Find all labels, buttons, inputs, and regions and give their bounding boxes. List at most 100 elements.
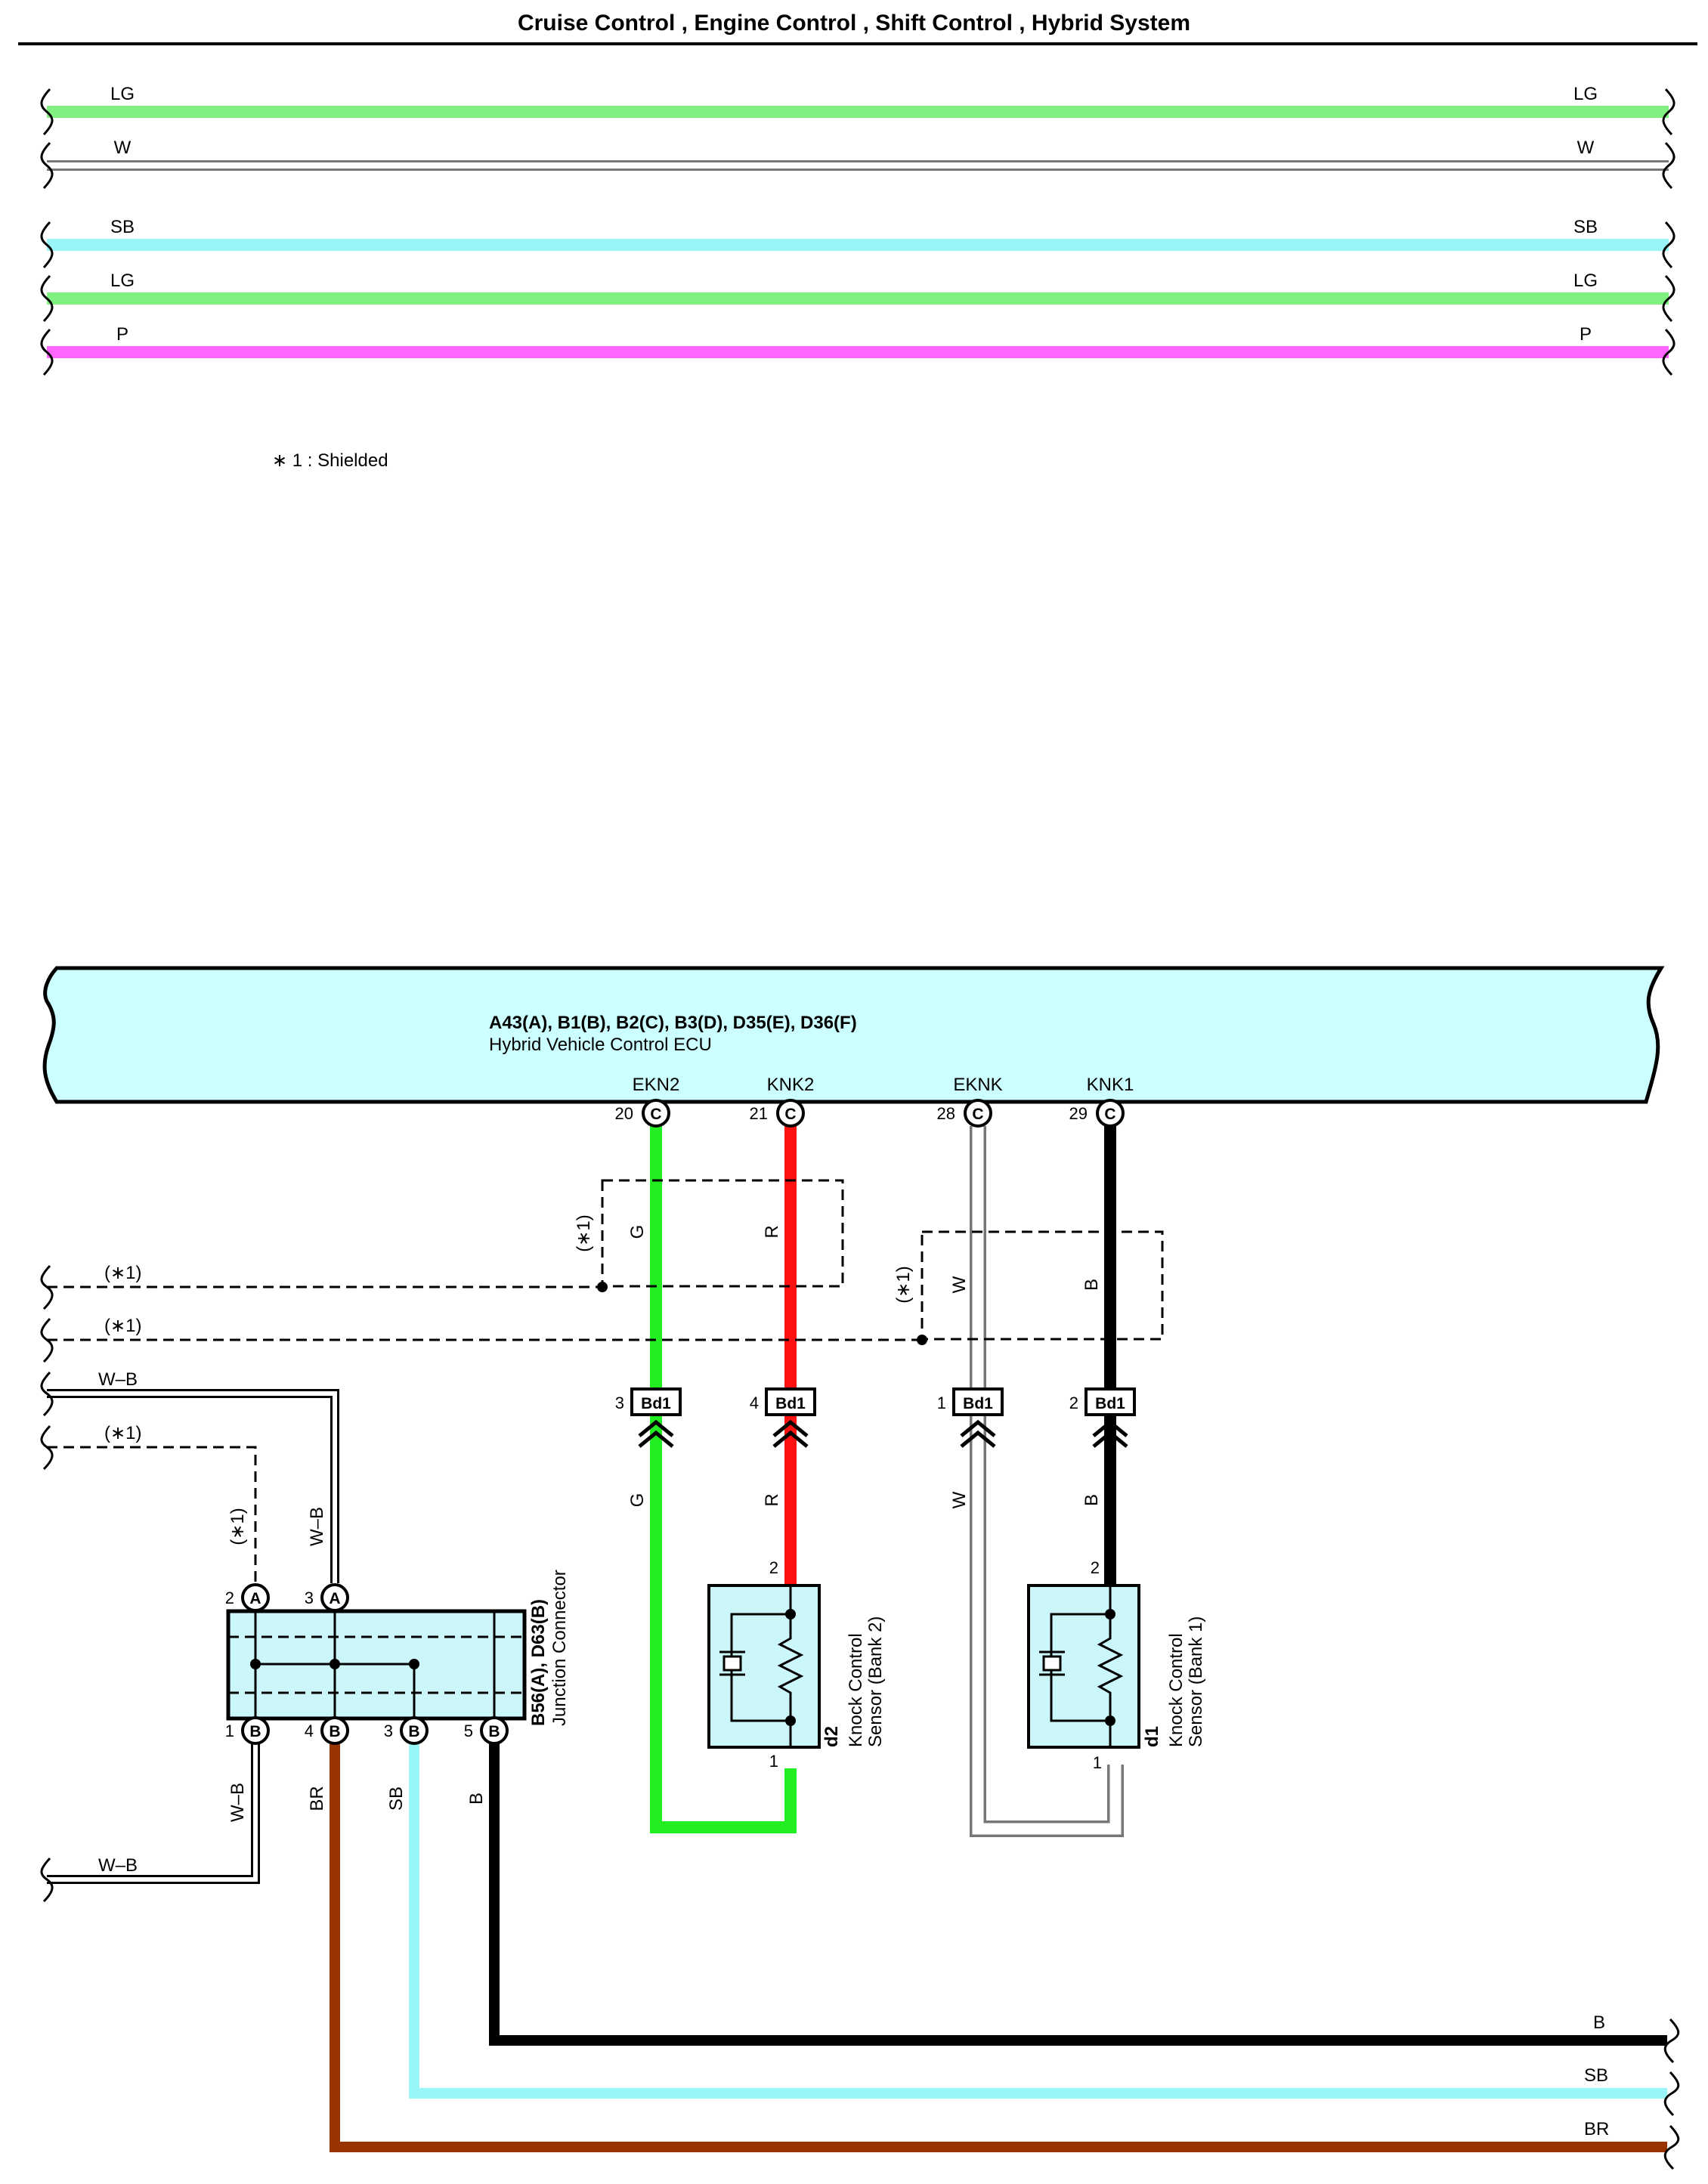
bd1-label: Bd1 [963, 1395, 993, 1412]
sensor-name: Sensor (Bank 1) [1186, 1616, 1206, 1747]
left-wire-label: (∗1) [104, 1316, 141, 1336]
shield-box-bank1 [921, 1230, 1164, 1341]
wire-label-w: W [949, 1276, 970, 1293]
terminal-pin: 21 [750, 1104, 768, 1123]
top-wire-label-left: LG [110, 271, 135, 291]
pin-num: 3 [305, 1589, 314, 1607]
pin-conn: B [488, 1723, 500, 1740]
pin-num: 4 [305, 1722, 314, 1740]
wire-end-tilde [40, 1371, 54, 1417]
wire-label-r: R [762, 1225, 782, 1238]
terminal-conn-letter: C [972, 1106, 983, 1123]
bottom-wire-label: SB [1584, 2065, 1608, 2086]
left-wire-label: (∗1) [104, 1263, 141, 1283]
bottom-wires [330, 1742, 1667, 2152]
bd1-chevron [1092, 1430, 1128, 1448]
shield-junction-dot [917, 1335, 927, 1345]
ecu-terminal-28 [964, 1099, 992, 1128]
sensor-code: d1 [1142, 1726, 1162, 1747]
ecu-terminal-labels: EKN2 KNK2 EKNK KNK1 [633, 1075, 1134, 1095]
top-wire-label-left: LG [110, 84, 135, 104]
wire-end-tilde [1662, 88, 1676, 136]
pin-wire: (∗1) [227, 1508, 248, 1545]
bd1-chevron [638, 1430, 674, 1448]
bd1-pin: 2 [1069, 1394, 1078, 1412]
shield-boxes [601, 1179, 1164, 1341]
sensor-code: d2 [822, 1726, 842, 1747]
pin-wire: BR [307, 1786, 327, 1811]
shield-label-bank1: (∗1) [893, 1266, 914, 1303]
top-wire-label-right: SB [1573, 217, 1598, 237]
bd1-label: Bd1 [641, 1395, 671, 1412]
wire-end-tilde [40, 88, 54, 136]
bd1-pin: 3 [615, 1394, 624, 1412]
bd1-chevron [960, 1419, 996, 1437]
pin-num: 3 [384, 1722, 393, 1740]
wire-end-tilde [40, 1317, 54, 1363]
terminal-conn-letter: C [784, 1106, 796, 1123]
pin-conn: B [408, 1723, 419, 1740]
wire-end-tilde [1662, 274, 1676, 323]
terminal-signal: KNK1 [1087, 1075, 1134, 1095]
wire-b-bottom [489, 1742, 1667, 2046]
ecu-body [42, 966, 1665, 1104]
ecu-wires [650, 1126, 1124, 1837]
bd1-label: Bd1 [1095, 1395, 1125, 1412]
left-wb-wire [47, 1389, 339, 1583]
wire-end-tilde [1663, 2124, 1680, 2170]
wire-w-eknk [972, 1126, 1122, 1835]
right-wire-ends [1663, 2018, 1680, 2170]
junction-bottom-pins: B 1 W–B B 4 BR B 3 SB B 5 B [225, 1716, 509, 1822]
top-wire-label-left: W [114, 138, 132, 158]
bd1-chevron [1092, 1419, 1128, 1437]
wire-label-g: G [627, 1225, 648, 1239]
wire-end-tilde [40, 274, 54, 323]
terminal-conn-letter: C [650, 1106, 661, 1123]
junction-pin-a3 [320, 1583, 349, 1612]
bottom-wire-label: B [1593, 2012, 1605, 2033]
ecu-code: A43(A), B1(B), B2(C), B3(D), D35(E), D36… [489, 1013, 857, 1033]
pin-wire: B [466, 1793, 487, 1805]
sensor-name: Knock Control [1166, 1633, 1187, 1747]
sensor-crystal [1042, 1655, 1062, 1672]
left-wire-label: W–B [98, 1369, 138, 1390]
wire-end-tilde [40, 141, 54, 190]
lower-wb-wire-inner [47, 1742, 258, 1882]
sensor-node [785, 1715, 796, 1726]
wire-g-ekn2 [650, 1126, 797, 1833]
sensor-name: Knock Control [846, 1633, 866, 1747]
top-wire-label-left: P [116, 324, 128, 345]
pin-wire: W–B [227, 1783, 248, 1822]
junction-top-pins: A 2 (∗1) A 3 W–B [225, 1507, 349, 1612]
wire-end-tilde [1662, 328, 1676, 376]
terminal-conn-letter: C [1104, 1106, 1115, 1123]
bd1-chevron [772, 1419, 809, 1437]
shield-junction-dot [597, 1282, 608, 1292]
bottom-wire-label: BR [1584, 2119, 1609, 2139]
pin-num: 2 [225, 1589, 234, 1607]
wire-label-r: R [762, 1493, 782, 1506]
wire-sb-bottom [409, 1742, 1667, 2099]
sensor-crystal [722, 1655, 742, 1672]
ecu-terminal-29 [1096, 1099, 1125, 1128]
wire-color-labels: G R W B G R W B [627, 1225, 1102, 1509]
wire-end-tilde [40, 221, 54, 269]
wire-end-tilde [40, 1857, 54, 1903]
junction-pin-b4 [320, 1716, 349, 1745]
top-wire-label-right: W [1577, 138, 1595, 158]
ecu-block: A43(A), B1(B), B2(C), B3(D), D35(E), D36… [42, 966, 1665, 1104]
junction-pin-b5 [480, 1716, 509, 1745]
lower-wb-wire [47, 1742, 260, 1884]
pin-wire: W–B [307, 1507, 327, 1546]
sensor-pin-bottom: 1 [769, 1752, 778, 1771]
bd1-connector-box [1085, 1387, 1136, 1416]
diagram-title: Cruise Control , Engine Control , Shift … [517, 11, 1191, 36]
shield-label-bank2: (∗1) [574, 1214, 594, 1251]
junction-connector: B56(A), D63(B) Junction Connector [226, 1570, 570, 1726]
left-shield-3 [47, 1446, 257, 1583]
terminal-pin: 20 [615, 1104, 633, 1123]
top-wire-label-left: SB [110, 217, 135, 237]
